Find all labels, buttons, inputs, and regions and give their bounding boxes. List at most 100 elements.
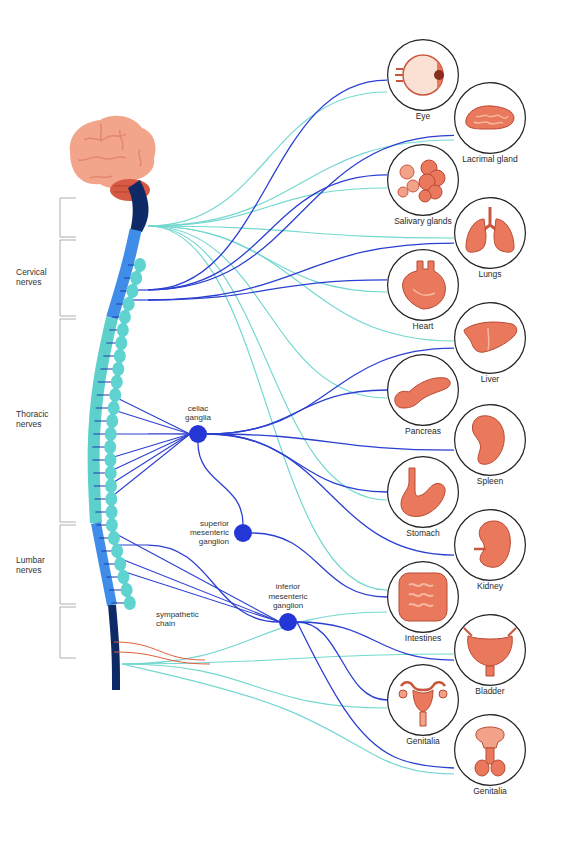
drawing-part <box>399 573 447 621</box>
nerve-connector <box>148 280 387 300</box>
drawing-part <box>479 521 510 567</box>
cord-segment <box>112 605 116 690</box>
organ-icon <box>395 378 450 408</box>
drawing-part <box>468 636 513 666</box>
organ-node: Eye <box>387 39 459 111</box>
drawing-part <box>398 187 408 197</box>
organ-label: Stomach <box>406 529 440 539</box>
chain-ganglion <box>114 557 126 571</box>
ganglion-node: inferior mesenteric ganglion <box>279 613 297 631</box>
node-shape <box>387 354 459 426</box>
nerve-connector <box>297 622 387 700</box>
organ-icon <box>401 468 445 517</box>
drawing-part <box>400 165 414 179</box>
splanchnic-nerve <box>115 397 190 434</box>
drawing-part <box>395 378 450 408</box>
drawing-part <box>474 548 486 551</box>
drawing-part <box>474 115 508 124</box>
organ-icon <box>403 261 446 309</box>
organ-circle <box>388 457 459 528</box>
organ-circle <box>388 145 459 216</box>
drawing-part <box>403 55 443 95</box>
drawing-part <box>409 584 433 606</box>
parasympathetic-nerve <box>148 226 387 500</box>
organ-label: Eye <box>416 112 431 122</box>
drawing-part <box>439 690 447 698</box>
organ-node: Intestines <box>387 561 459 633</box>
drawing-part <box>407 180 419 192</box>
splanchnic-nerve <box>111 434 190 484</box>
parasympathetic-nerve <box>148 226 387 590</box>
splanchnic-nerve <box>122 571 280 622</box>
drawing-part <box>403 261 446 309</box>
organ-node: Genitalia <box>454 714 526 786</box>
node-shape <box>189 425 207 443</box>
parasympathetic-nerve <box>148 188 387 226</box>
splanchnic-nerve <box>111 434 190 497</box>
brain-figure <box>70 116 156 232</box>
organ-circle <box>388 562 459 633</box>
nerve-connector <box>207 390 387 434</box>
chain-ganglion <box>117 570 129 584</box>
ganglion-dot <box>279 613 297 631</box>
organ-icon <box>398 160 445 202</box>
chain-ganglion <box>123 297 135 311</box>
nerve-connector <box>148 433 189 434</box>
drawing-part <box>60 240 76 316</box>
organ-label: Heart <box>413 322 434 332</box>
organ-label: Intestines <box>405 634 441 644</box>
drawing-part <box>401 468 445 517</box>
drawing-part <box>464 628 516 636</box>
chain-ganglion <box>119 310 131 324</box>
organ-label: Lacrimal gland <box>462 155 517 165</box>
node-shape <box>234 524 252 542</box>
splanchnic-nerve <box>112 532 280 622</box>
node-shape <box>454 509 526 581</box>
parasympathetic-nerve <box>148 226 387 398</box>
sensory-nerve <box>114 652 210 664</box>
organ-circle <box>455 615 526 686</box>
chain-ganglion <box>106 518 118 532</box>
chain-ganglion <box>105 479 117 493</box>
drawing-part <box>128 180 149 232</box>
organ-icon <box>399 573 447 621</box>
chain-ganglion <box>104 453 116 467</box>
drawing-part <box>395 69 403 81</box>
chain-ganglion <box>105 427 117 441</box>
organ-circle <box>455 303 526 374</box>
chain-ganglion <box>134 258 146 272</box>
drawing-part <box>434 70 444 80</box>
drawing-part <box>60 319 76 522</box>
ganglion-dot <box>234 524 252 542</box>
organ-node: Bladder <box>454 614 526 686</box>
organ-icon <box>395 55 444 95</box>
organ-label: Pancreas <box>405 427 441 437</box>
nerve-connector <box>297 622 454 768</box>
splanchnic-nerve <box>114 410 191 434</box>
region-label: Thoracic nerves <box>16 410 58 430</box>
region-bracket <box>60 198 76 658</box>
ganglion-dot <box>189 425 207 443</box>
organ-icon <box>399 682 447 726</box>
organ-node: Lacrimal gland <box>454 82 526 154</box>
ganglion-node: celiac ganglia <box>189 425 207 443</box>
organ-circle <box>455 510 526 581</box>
drawing-part <box>475 760 489 776</box>
drawing-part <box>413 289 435 295</box>
drawing-part <box>464 322 517 352</box>
chain-ganglion <box>117 323 129 337</box>
nerve-connector <box>207 434 387 492</box>
drawing-part <box>476 727 504 748</box>
ganglion-label: celiac ganglia <box>176 404 220 422</box>
organ-label: Bladder <box>475 687 504 697</box>
drawing-part <box>401 682 445 690</box>
organ-circle <box>388 40 459 111</box>
organ-label: Lungs <box>478 270 501 280</box>
organ-icon <box>466 106 514 129</box>
chain-ganglion <box>106 505 118 519</box>
drawing-part <box>413 690 433 712</box>
drawing-part <box>60 198 76 237</box>
node-shape <box>387 561 459 633</box>
node-shape <box>279 613 297 631</box>
node-shape <box>454 197 526 269</box>
